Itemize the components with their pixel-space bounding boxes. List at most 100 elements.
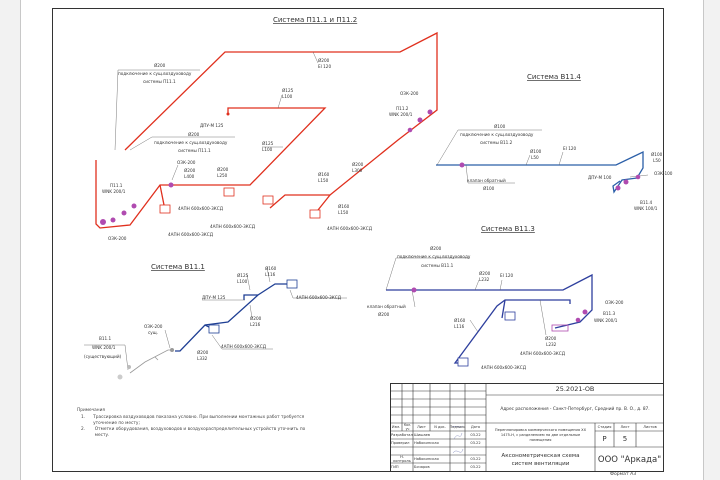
stamp-role: Проверил bbox=[391, 441, 410, 445]
duct-line bbox=[453, 299, 571, 364]
grille-icon bbox=[208, 324, 220, 334]
duct-label: ДПУ-М 125 bbox=[202, 295, 226, 300]
duct-label: WNK 200/1 bbox=[389, 112, 413, 117]
duct-label: 4АПН 600x600-3КСД bbox=[178, 206, 224, 211]
duct-label: L232 bbox=[479, 277, 490, 282]
duct-label: Ø200 bbox=[217, 167, 229, 172]
system-b114-title: Система В11.4 bbox=[527, 73, 581, 81]
duct-line bbox=[243, 294, 258, 300]
damper-icon bbox=[427, 109, 433, 115]
duct-label: Ø200 bbox=[154, 63, 166, 68]
duct-label: WNK 200/1 bbox=[594, 318, 618, 323]
sheet-value: 5 bbox=[622, 435, 628, 443]
stamp-name: Бочаров bbox=[414, 465, 430, 469]
duct-label: Ø100 bbox=[651, 152, 663, 157]
duct-line bbox=[525, 154, 531, 166]
system-b111: Система В11.1 bbox=[84, 263, 347, 380]
fan-unit-icon bbox=[615, 185, 621, 191]
duct-label: Ø100 bbox=[530, 149, 542, 154]
duct-line bbox=[469, 319, 479, 333]
grille-icon bbox=[223, 187, 235, 197]
duct-label: Ø200 bbox=[188, 132, 200, 137]
system-p11: Система П11.1 и П11.2 bbox=[95, 16, 438, 241]
grille-icon bbox=[159, 204, 171, 214]
duct-line bbox=[84, 344, 129, 371]
duct-label: Ø200 bbox=[197, 350, 209, 355]
duct-label: L50 bbox=[531, 155, 539, 160]
b114-ducts bbox=[436, 150, 644, 194]
duct-line bbox=[246, 274, 251, 291]
notes-block: Примечания 1. Трассировка воздуховодов п… bbox=[77, 408, 317, 439]
system-p11-title: Система П11.1 и П11.2 bbox=[273, 16, 357, 24]
duct-line bbox=[386, 273, 593, 329]
duct-label: Ø200 bbox=[318, 58, 330, 63]
duct-line bbox=[465, 164, 515, 184]
duct-label: WNK 100/1 bbox=[634, 206, 658, 211]
stamp-date: 03.22 bbox=[470, 465, 481, 469]
fan-unit-icon bbox=[407, 127, 413, 133]
duct-label: Ø160 bbox=[318, 172, 330, 177]
duct-label: L216 bbox=[250, 322, 261, 327]
grille-icon bbox=[286, 279, 298, 289]
duct-label: подключение к сущ.воздуховоду bbox=[154, 140, 228, 145]
duct-label: Ø100 bbox=[494, 124, 506, 129]
duct-line bbox=[436, 150, 644, 194]
duct-label: сущ. bbox=[148, 330, 158, 335]
check-valve-icon bbox=[411, 287, 417, 293]
system-b113-title: Система В11.3 bbox=[481, 225, 535, 233]
duct-line bbox=[129, 136, 235, 151]
grille-icon bbox=[262, 195, 274, 205]
duct-label: Ø200 bbox=[545, 336, 557, 341]
stamp-name: Набокинская bbox=[414, 457, 439, 461]
duct-label: WNK 200/1 bbox=[92, 345, 116, 350]
duct-label: Ø160 bbox=[265, 266, 277, 271]
duct-label: L250 bbox=[217, 173, 228, 178]
duct-label: В11.3 bbox=[603, 311, 616, 316]
duct-label: клапан обратный bbox=[467, 178, 506, 183]
duct-label: 4АПН 600x600-3КСД bbox=[210, 224, 256, 229]
damper-icon bbox=[582, 309, 588, 315]
drawing-title: Аксонометрическая схема систем вентиляци… bbox=[501, 452, 580, 467]
duct-label: 4АПН 600x600-3КСД bbox=[327, 226, 373, 231]
duct-line bbox=[211, 334, 273, 350]
duct-label: (существующий) bbox=[84, 354, 122, 359]
duct-line bbox=[129, 349, 172, 374]
duct-label: П11.1 bbox=[110, 183, 123, 188]
stamp-role: Н. контроль bbox=[393, 455, 411, 463]
signature-icon bbox=[451, 425, 464, 454]
duct-label: 4АПН 600x600-3КСД bbox=[520, 351, 566, 356]
duct-label: L300 bbox=[352, 168, 363, 173]
p11-units bbox=[100, 109, 433, 225]
note-item: 2. Отметки оборудования, воздуховодов и … bbox=[81, 427, 306, 438]
duct-line bbox=[164, 329, 171, 349]
duct-label: Ø125 bbox=[237, 273, 249, 278]
duct-label: L150 bbox=[318, 178, 329, 183]
duct-label: L116 bbox=[454, 324, 465, 329]
p11-ducts bbox=[95, 31, 438, 229]
duct-label: подключение к сущ.воздуховоду bbox=[397, 254, 471, 259]
fan-unit-icon bbox=[417, 117, 423, 123]
duct-label: Ø100 bbox=[483, 186, 495, 191]
sheets-value bbox=[636, 431, 664, 447]
duct-label: EI 120 bbox=[500, 273, 514, 278]
duct-label: L50 bbox=[653, 158, 661, 163]
notes-heading: Примечания bbox=[77, 408, 105, 413]
duct-label: П11.2 bbox=[396, 106, 409, 111]
duct-label: системы В11.2 bbox=[480, 140, 513, 145]
duct-label: ОЗК-200 bbox=[144, 324, 163, 329]
fan-unit-icon bbox=[121, 210, 127, 216]
duct-label: ОЗК-200 bbox=[605, 300, 624, 305]
fan-unit-icon bbox=[623, 179, 629, 185]
duct-line bbox=[539, 299, 547, 336]
duct-label: подключение к сущ.воздуховоду bbox=[460, 132, 534, 137]
duct-branch-grille-4 bbox=[317, 194, 331, 211]
duct-label: Ø200 bbox=[378, 312, 390, 317]
duct-label: ДПУ-М 100 bbox=[588, 175, 612, 180]
damper-icon bbox=[635, 174, 641, 180]
drawing-sheet bbox=[20, 0, 704, 480]
title-block: Изм. Кол. уч Лист N док. Подпись Дата Ра… bbox=[390, 383, 664, 472]
duct-label: Ø160 bbox=[338, 204, 350, 209]
stamp-name: Шишаев bbox=[414, 433, 430, 437]
duct-label: клапан обратный bbox=[367, 304, 406, 309]
